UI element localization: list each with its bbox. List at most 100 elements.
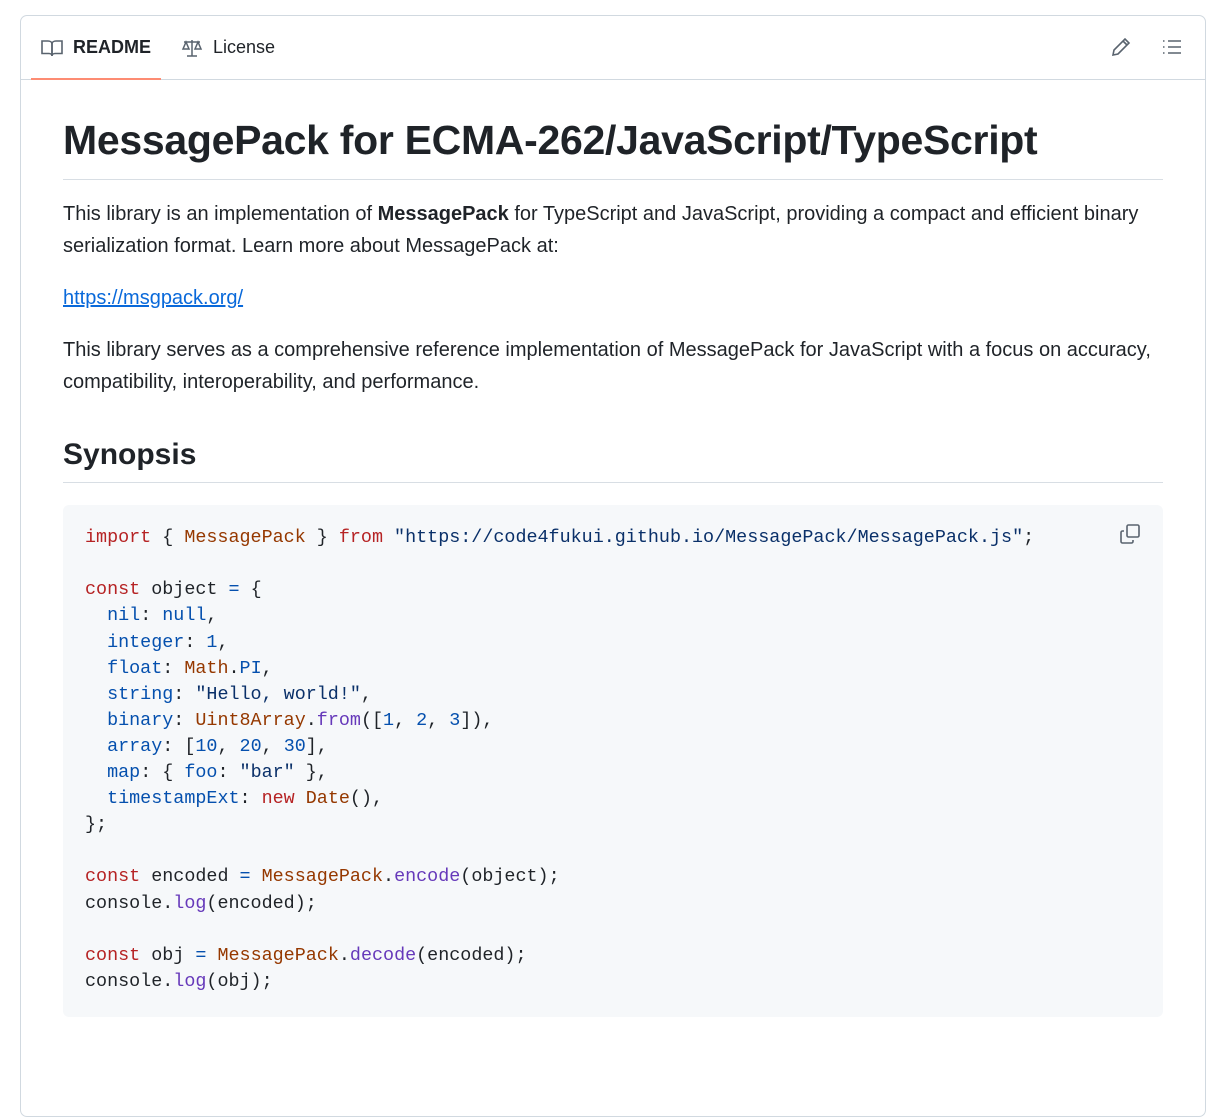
code-token: 1 [383,709,395,731]
code-line: const encoded = MessagePack.encode(objec… [85,864,1141,890]
code-token: const [85,866,141,888]
code-token: "bar" [239,762,295,784]
code-token: Uint8Array [195,709,306,731]
intro-paragraph: This library is an implementation of Mes… [63,198,1163,262]
code-token: binary [107,709,174,731]
code-token [85,605,107,626]
code-token: encoded [140,866,240,888]
code-token: ([ [360,709,384,731]
code-token: 1 [206,631,218,653]
code-token: , [206,605,218,627]
code-token: null [162,605,207,627]
code-token: import [85,527,152,549]
code-token [383,527,394,548]
code-token: Math [184,657,229,679]
code-token: console. [85,970,174,992]
code-token: ], [305,735,328,757]
code-content: import { MessagePack } from "https://cod… [85,525,1141,995]
code-token: map [107,762,141,784]
code-token: , [394,709,417,731]
code-token: object [140,579,229,601]
readme-content: MessagePack for ECMA-262/JavaScript/Type… [63,116,1163,1018]
code-token: . [383,866,395,888]
code-token: nil [107,605,141,627]
code-token: (encoded); [416,944,527,966]
intro-text: This library is an implementation of [63,203,378,226]
code-token [85,658,107,679]
code-token [85,736,107,757]
msgpack-link[interactable]: https://msgpack.org/ [63,287,244,310]
code-token: MessagePack [261,866,384,888]
code-line [85,551,1141,577]
code-line: nil: null, [85,603,1141,629]
code-token: = [228,579,240,601]
code-block: import { MessagePack } from "https://cod… [63,505,1163,1018]
code-token: const [85,579,141,601]
intro-text-end: for TypeScript and JavaScript, providing… [63,203,1139,258]
code-token: , [261,657,273,679]
copy-icon[interactable] [1119,523,1141,545]
code-token: { [151,527,185,549]
code-token [85,762,107,783]
code-token [206,945,217,966]
code-token: (), [349,788,384,810]
code-line: array: [10, 20, 30], [85,734,1141,760]
code-token: (encoded); [206,892,317,914]
code-token: : [140,605,163,627]
tab-readme-label: README [73,37,152,57]
code-token: = [195,944,207,966]
book-icon [41,39,63,56]
code-token [85,788,107,809]
code-line: console.log(obj); [85,969,1141,995]
code-token: : [217,762,240,784]
code-token: , [360,683,372,705]
code-token: : [173,683,196,705]
code-token: foo [184,762,218,784]
code-line: map: { foo: "bar" }, [85,760,1141,786]
code-token: log [173,892,207,914]
code-token: = [239,866,251,888]
code-token: new [261,788,295,810]
code-token: . [305,709,317,731]
code-token: encode [394,866,461,888]
code-line: binary: Uint8Array.from([1, 2, 3]), [85,708,1141,734]
code-token [295,788,306,809]
code-token: log [173,970,207,992]
readme-header: README License [21,16,1205,80]
scale-icon [181,39,203,57]
code-token: "https://code4fukui.github.io/MessagePac… [394,527,1024,549]
pencil-icon[interactable] [1110,36,1132,58]
code-line: import { MessagePack } from "https://cod… [85,525,1141,551]
code-token: 2 [416,709,428,731]
code-token: 10 [195,735,218,757]
code-token: array [107,735,163,757]
list-icon[interactable] [1161,36,1183,58]
tab-license[interactable]: License [181,16,275,79]
code-token: , [261,735,284,757]
code-line: timestampExt: new Date(), [85,786,1141,812]
code-token: const [85,944,141,966]
code-line: string: "Hello, world!", [85,682,1141,708]
code-token [85,710,107,731]
synopsis-heading: Synopsis [63,438,1163,484]
tab-readme[interactable]: README [30,16,162,80]
intro-bold: MessagePack [377,203,509,226]
code-token: MessagePack [184,527,306,549]
code-token: integer [107,631,185,653]
code-token: }, [294,762,328,784]
code-token: from [338,527,383,549]
code-token: 3 [449,709,461,731]
code-token: 20 [239,735,262,757]
code-token [85,632,107,653]
code-token: : [162,657,185,679]
code-token: }; [85,814,108,836]
code-token: (obj); [206,970,273,992]
page-title: MessagePack for ECMA-262/JavaScript/Type… [63,116,1163,181]
code-token: 30 [283,735,306,757]
code-line [85,917,1141,943]
tab-license-label: License [213,37,276,57]
description-paragraph: This library serves as a comprehensive r… [63,339,1151,394]
code-token: ]), [460,709,494,731]
code-token: Date [305,788,350,810]
code-token: obj [140,944,196,966]
